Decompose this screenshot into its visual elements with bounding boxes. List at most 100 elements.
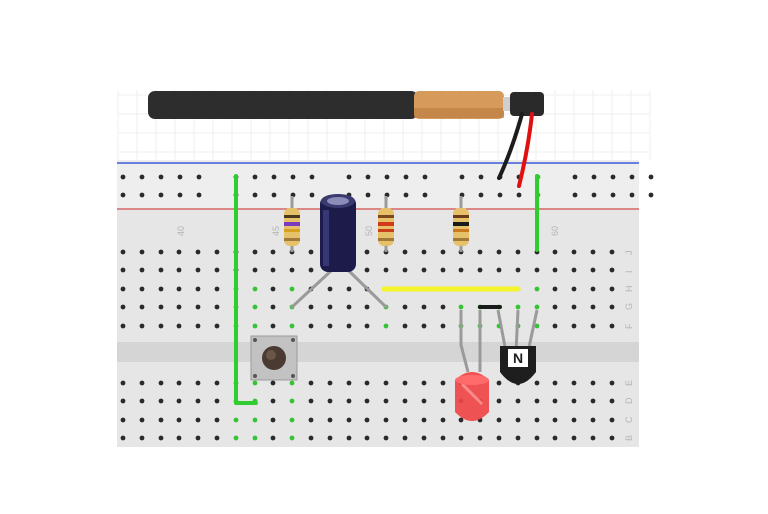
connected-hole [534, 304, 540, 310]
transistor-lead-2 [514, 309, 520, 353]
breadboard-hole [534, 435, 540, 441]
breadboard-hole [571, 304, 577, 310]
breadboard-hole [195, 380, 201, 386]
breadboard-hole [346, 323, 352, 329]
breadboard-hole [308, 435, 314, 441]
breadboard-hole [571, 417, 577, 423]
breadboard-hole [176, 249, 182, 255]
breadboard-hole [139, 286, 145, 292]
breadboard-hole [252, 174, 258, 180]
connected-hole [252, 304, 258, 310]
breadboard-hole [440, 435, 446, 441]
breadboard-hole [139, 435, 145, 441]
breadboard-hole [572, 192, 578, 198]
breadboard-hole [139, 304, 145, 310]
breadboard-hole [270, 398, 276, 404]
breadboard-hole [552, 286, 558, 292]
connected-hole [534, 286, 540, 292]
push-button-pin-2 [291, 338, 295, 342]
breadboard-hole [309, 174, 315, 180]
breadboard-hole [308, 398, 314, 404]
breadboard-hole [308, 417, 314, 423]
breadboard-hole [591, 174, 597, 180]
breadboard-hole [590, 267, 596, 273]
breadboard-hole [158, 323, 164, 329]
breadboard-hole [176, 286, 182, 292]
breadboard-hole [516, 192, 522, 198]
breadboard-hole [214, 380, 220, 386]
connected-hole [383, 323, 389, 329]
breadboard-hole [383, 380, 389, 386]
breadboard-hole [421, 417, 427, 423]
breadboard-hole [648, 192, 654, 198]
breadboard-hole [158, 398, 164, 404]
breadboard-hole [364, 249, 370, 255]
led-highlight [460, 382, 484, 406]
breadboard-hole [120, 304, 126, 310]
breadboard-hole [158, 174, 164, 180]
breadboard-hole [271, 174, 277, 180]
electrolytic-capacitor [290, 194, 388, 309]
breadboard-hole [515, 267, 521, 273]
breadboard-hole [120, 249, 126, 255]
breadboard-hole [176, 304, 182, 310]
resistor-3 [453, 196, 469, 252]
resistor-2-band-3 [378, 229, 394, 232]
breadboard-hole [496, 435, 502, 441]
breadboard-hole [403, 174, 409, 180]
column-label-50: 50 [364, 226, 374, 236]
breadboard-hole [120, 417, 126, 423]
breadboard-hole [214, 398, 220, 404]
breadboard-hole [158, 304, 164, 310]
breadboard-hole [458, 267, 464, 273]
breadboard-hole [327, 323, 333, 329]
breadboard-hole [609, 417, 615, 423]
breadboard-hole [590, 435, 596, 441]
push-button-pin-3 [253, 374, 257, 378]
breadboard-hole [571, 267, 577, 273]
breadboard-hole [364, 435, 370, 441]
transistor-mark-bg [508, 349, 528, 367]
breadboard-hole [571, 286, 577, 292]
breadboard-hole [552, 267, 558, 273]
breadboard-hole [327, 398, 333, 404]
breadboard-hole [478, 174, 484, 180]
row-labels: J I H G F E D C B [624, 251, 634, 442]
breadboard-hole [571, 323, 577, 329]
breadboard-hole [459, 174, 465, 180]
breadboard-hole [440, 417, 446, 423]
breadboard-hole [214, 249, 220, 255]
breadboard-hole [403, 192, 409, 198]
column-label-40: 40 [176, 226, 186, 236]
connected-hole [289, 286, 295, 292]
column-label-60: 60 [550, 226, 560, 236]
breadboard-hole [176, 267, 182, 273]
breadboard-hole [327, 417, 333, 423]
breadboard-hole [609, 380, 615, 386]
connected-hole [289, 398, 295, 404]
breadboard-hole [346, 417, 352, 423]
breadboard-hole [346, 380, 352, 386]
connected-hole [233, 417, 239, 423]
breadboard-hole [346, 174, 352, 180]
breadboard-hole [571, 380, 577, 386]
breadboard-holes [120, 174, 654, 441]
breadboard-hole [195, 323, 201, 329]
breadboard-hole [308, 267, 314, 273]
npn-transistor: N [496, 309, 539, 384]
breadboard-hole [421, 435, 427, 441]
resistor-1-band-4 [284, 238, 300, 241]
breadboard-hole [308, 323, 314, 329]
breadboard-hole [176, 398, 182, 404]
breadboard-hole [120, 267, 126, 273]
breadboard-hole [158, 249, 164, 255]
resistor-3-band-3 [453, 229, 469, 232]
breadboard-hole [421, 323, 427, 329]
breadboard-hole [214, 323, 220, 329]
breadboard-hole [402, 267, 408, 273]
connected-hole [289, 380, 295, 386]
breadboard-hole [289, 267, 295, 273]
transistor-lead-1 [496, 309, 508, 353]
breadboard-hole [120, 192, 126, 198]
breadboard-hole [590, 417, 596, 423]
